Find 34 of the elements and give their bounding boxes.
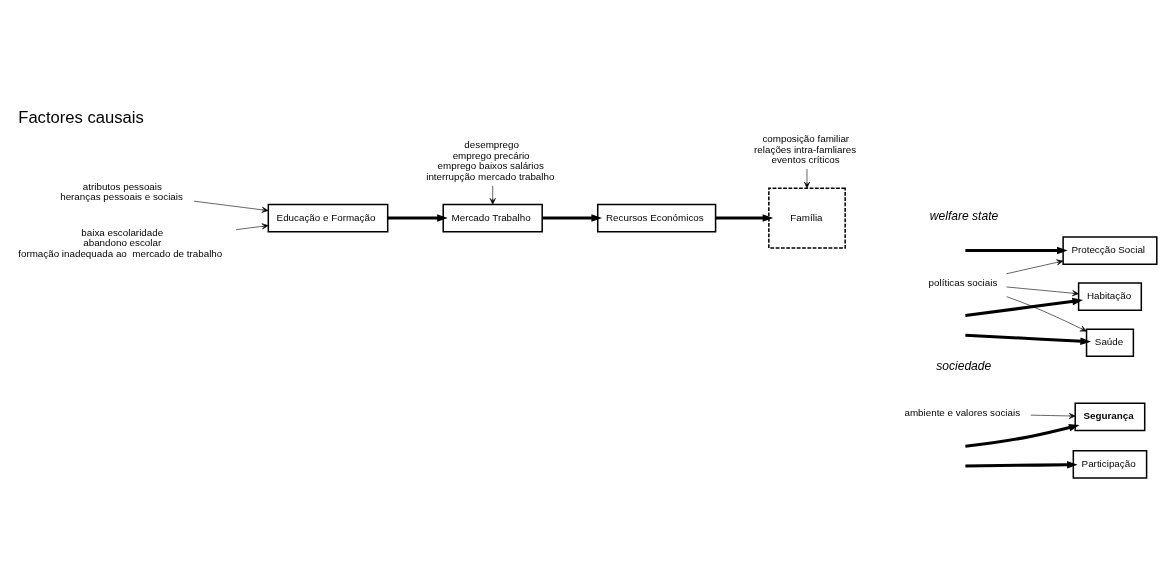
arrow bbox=[387, 213, 448, 222]
label: welfare state bbox=[929, 208, 999, 223]
node-text: desemprego emprego precário emprego baixos salários interrupção mercado trabalho bbox=[426, 138, 555, 182]
node-box: Protecção Social bbox=[1062, 235, 1158, 265]
node-box: Recursos Económicos bbox=[596, 203, 717, 232]
node-text: baixa escolaridade abandono escolar formação inadequada ao mercado de trabalho bbox=[18, 226, 223, 259]
node-text: políticas sociais bbox=[928, 276, 998, 288]
node-box: Habitação bbox=[1077, 281, 1143, 311]
arrow bbox=[1006, 286, 1079, 296]
arrow bbox=[489, 185, 496, 205]
arrow bbox=[542, 213, 603, 222]
node-box: Participação bbox=[1072, 449, 1148, 479]
arrow bbox=[1006, 258, 1064, 274]
node-box: Saúde bbox=[1085, 327, 1135, 357]
arrow bbox=[1006, 295, 1087, 332]
arrow bbox=[965, 423, 1080, 448]
arrow bbox=[965, 246, 1068, 254]
label: sociedade bbox=[936, 358, 992, 373]
node-box: Segurança bbox=[1074, 401, 1146, 431]
arrow bbox=[965, 333, 1091, 345]
arrow bbox=[715, 213, 774, 222]
node-box: Educação e Formação bbox=[267, 203, 389, 232]
arrow bbox=[193, 200, 269, 213]
arrow bbox=[965, 460, 1078, 469]
arrow bbox=[965, 289, 1084, 317]
node-box: Família bbox=[768, 187, 846, 249]
node-box: Mercado Trabalho bbox=[442, 203, 543, 232]
arrow bbox=[1030, 412, 1076, 419]
arrow bbox=[235, 222, 269, 230]
node-text: composição familiar relações intra-famliares eventos críticos bbox=[754, 132, 857, 165]
arrow bbox=[804, 168, 810, 188]
node-text: ambiente e valores sociais bbox=[904, 406, 1021, 418]
diagram-title: Factores causais bbox=[18, 107, 144, 127]
node-text: atributos pessoais heranças pessoais e sociais bbox=[60, 180, 183, 202]
